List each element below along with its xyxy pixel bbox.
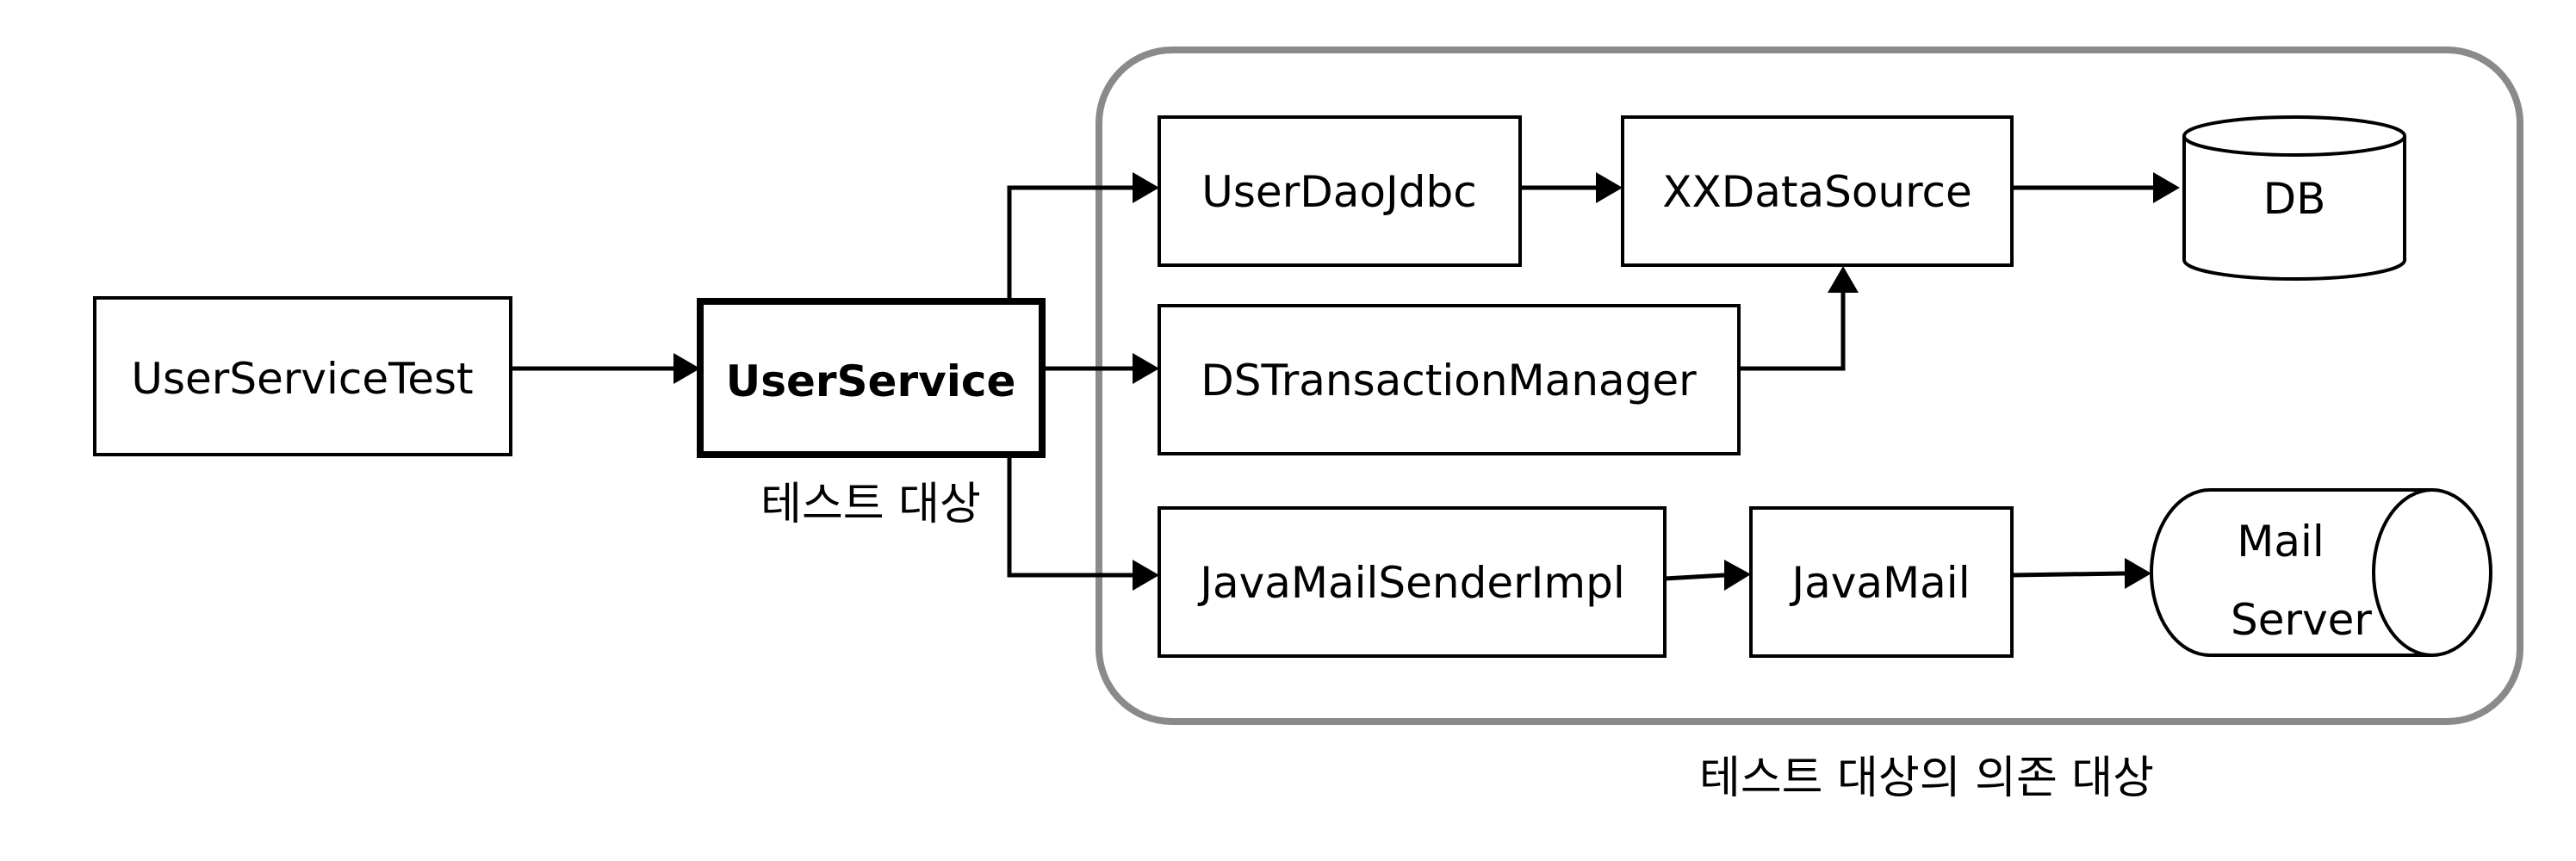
node-mailserver: Mail Server	[2150, 488, 2492, 657]
arrow-javamailsenderimpl-to-javamail	[1664, 573, 1725, 581]
node-javamail: JavaMail	[1749, 506, 2014, 658]
mailserver-label-line2: Server	[2231, 595, 2372, 645]
mailserver-label-line1: Mail	[2237, 517, 2325, 567]
arrowhead-javamail-to-mailserver	[2125, 558, 2151, 589]
dependency-group-caption: 테스트 대상의 의존 대상	[1699, 753, 2154, 804]
arrowhead-test-to-userservice	[673, 353, 700, 384]
arrow-userservice-to-userdaojdbc	[1007, 185, 1133, 300]
javamail-label: JavaMail	[1789, 558, 1970, 608]
arrow-javamail-to-mailserver	[2011, 571, 2126, 578]
arrowhead-xxdatasource-to-db	[2153, 172, 2180, 203]
userdaojdbc-label: UserDaoJdbc	[1201, 167, 1476, 217]
arrowhead-userdaojdbc-to-xxdatasource	[1596, 172, 1623, 203]
node-javamailsenderimpl: JavaMailSenderImpl	[1158, 506, 1667, 658]
arrowhead-userservice-to-javamailsenderimpl	[1133, 560, 1159, 591]
arrow-dstransactionmanager-to-xxdatasource	[1739, 293, 1846, 371]
node-userservice: UserService	[697, 298, 1046, 458]
dependency-group-container	[1096, 46, 2523, 725]
test-target-caption: 테스트 대상	[760, 479, 981, 530]
arrow-userservice-to-javamailsenderimpl	[1007, 456, 1133, 578]
javamailsenderimpl-label: JavaMailSenderImpl	[1197, 558, 1625, 608]
node-xxdatasource: XXDataSource	[1621, 115, 2014, 267]
connectors	[511, 172, 2180, 591]
node-userdaojdbc: UserDaoJdbc	[1158, 115, 1522, 267]
userservicetest-label: UserServiceTest	[131, 354, 473, 404]
arrowhead-dstransactionmanager-to-xxdatasource	[1828, 266, 1859, 293]
arrowhead-javamailsenderimpl-to-javamail	[1724, 560, 1751, 591]
arrowhead-userservice-to-dstransactionmanager	[1133, 353, 1159, 384]
userservice-label: UserService	[726, 356, 1016, 406]
node-db: DB	[2182, 115, 2406, 281]
db-label: DB	[2263, 174, 2326, 224]
xxdatasource-label: XXDataSource	[1662, 167, 1972, 217]
node-userservicetest: UserServiceTest	[93, 296, 512, 456]
node-dstransactionmanager: DSTransactionManager	[1158, 304, 1741, 455]
dstransactionmanager-label: DSTransactionManager	[1201, 356, 1697, 406]
arrowhead-userservice-to-userdaojdbc	[1133, 172, 1159, 203]
